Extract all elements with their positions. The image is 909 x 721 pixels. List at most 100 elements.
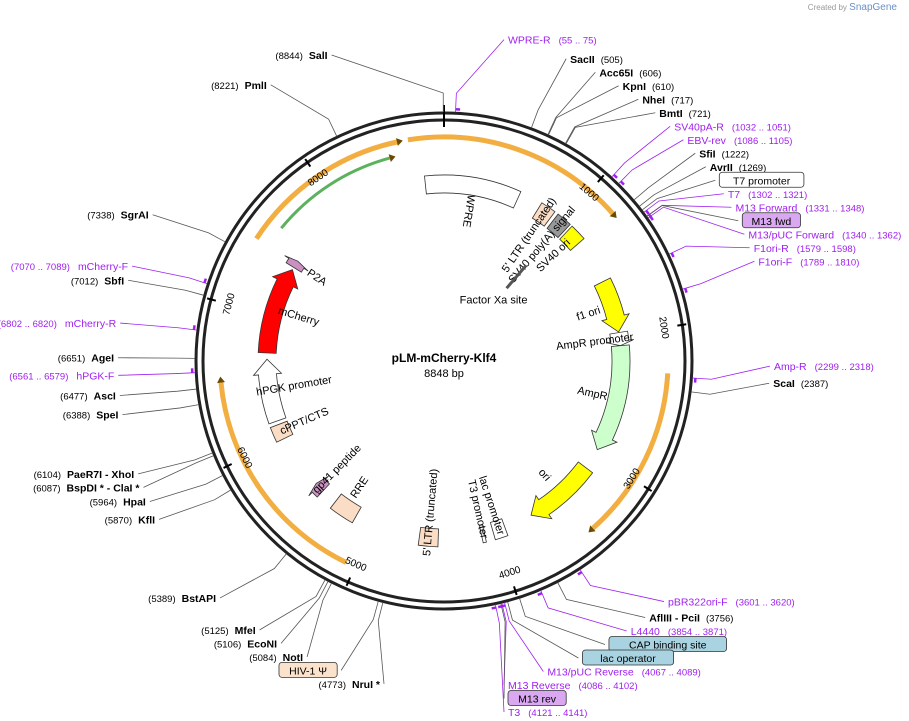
feature-factor-xa-site — [505, 264, 528, 290]
primer-wpre-r: WPRE-R(55 .. 75) — [508, 35, 597, 47]
leader-m13-rev — [500, 603, 506, 699]
site-avrii: AvrII(1269) — [710, 162, 766, 174]
feature-sv40-ori — [559, 225, 585, 251]
orange-arc-2 — [254, 139, 398, 240]
site-hpai: (5964)HpaI — [90, 497, 146, 509]
orange-arc-4 — [218, 382, 348, 565]
site-sgrai: (7338)SgrAI — [87, 210, 149, 222]
leader-hpai — [149, 475, 224, 502]
leader-m13-puc-reverse — [504, 602, 544, 672]
site-bspdi-clai: (6087)BspDI * - ClaI * — [33, 482, 140, 494]
feature-ampr — [590, 344, 631, 451]
site-afliii-pcii: AflIII - PciI(3756) — [649, 613, 733, 625]
leader-kfli — [158, 489, 232, 520]
feature-label-ori: ori — [536, 467, 553, 484]
primer-m13-puc-reverse: M13/pUC Reverse(4067 .. 4089) — [547, 667, 701, 679]
site-asci: (6477)AscI — [60, 390, 116, 402]
primer-m13-puc-forward: M13/pUC Forward(1340 .. 1362) — [748, 229, 901, 241]
orange-arc-1-arrowhead — [609, 210, 617, 218]
leader-afliii-pcii — [557, 582, 646, 618]
leader-pbr322ori-f — [579, 569, 665, 602]
leader-acc65i — [547, 71, 596, 135]
site-bmti: BmtI(721) — [659, 108, 711, 120]
site-nrui: (4773)NruI * — [319, 679, 381, 691]
leader-lac-operator — [507, 601, 579, 659]
primer-mark-mcherry-r — [192, 325, 196, 330]
primer-m13-forward: M13 Forward(1331 .. 1348) — [735, 202, 864, 214]
leader-pmli — [270, 84, 338, 137]
feature-lac-promoter — [489, 518, 509, 541]
leader-kpni — [548, 85, 619, 136]
primer-m13-reverse: M13 Reverse(4086 .. 4102) — [508, 680, 638, 692]
plasmid-name: pLM-mCherry-Klf4 — [392, 351, 497, 365]
tick-mark-5000 — [345, 577, 352, 587]
leader-l4440 — [540, 590, 627, 632]
feature-5-ltr-truncated — [531, 202, 556, 227]
primer-sv40pa-r: SV40pA-R(1032 .. 1051) — [674, 121, 791, 133]
boxed-label-bg-m13-fwd — [741, 212, 801, 229]
leader-sacii — [531, 58, 567, 128]
tick-mark-3000 — [643, 485, 653, 492]
leader-bmti — [565, 112, 656, 145]
feature-mcherry — [257, 269, 299, 354]
leader-hiv-1 — [340, 601, 379, 671]
boxed-label-bg-lac-operator — [582, 649, 675, 666]
primer-mark-f1ori-f — [684, 287, 688, 293]
feature-label-mcherry: mCherry — [277, 305, 321, 329]
leader-sv40pa-r — [611, 125, 671, 178]
boxed-label-bg-t7-promoter — [718, 171, 805, 188]
feature-p2a — [284, 255, 309, 273]
primer-t7: T7(1302 .. 1321) — [728, 189, 807, 201]
orange-arc-3-arrowhead — [588, 525, 596, 533]
primer-mark-mcherry-f — [203, 278, 208, 284]
site-pmli: (8221)PmlI — [211, 80, 267, 92]
boxed-label-lac-operator: lac operator — [600, 653, 656, 665]
boxed-label-m13-fwd: M13 fwd — [752, 216, 792, 228]
primer-mcherry-f: (7070 .. 7089)mCherry-F — [11, 261, 128, 273]
primer-mark-t3 — [491, 606, 497, 610]
primer-mcherry-r: (6802 .. 6820)mCherry-R — [0, 318, 117, 330]
leader-avrii — [638, 166, 706, 207]
primer-t3: T3(4121 .. 4141) — [508, 707, 587, 719]
leader-sfii — [633, 152, 696, 201]
primer-pbr322ori-f: pBR322ori-F(3601 .. 3620) — [668, 597, 795, 609]
primer-mark-pbr322ori-f — [577, 571, 583, 576]
labels: WPRE-R(55 .. 75)SacII(505)Acc65I(606)Kpn… — [0, 35, 901, 719]
leader-m13-fwd — [646, 205, 739, 222]
site-sali: (8844)SalI — [275, 50, 327, 62]
boxed-label-t7-promoter: T7 promoter — [733, 175, 791, 187]
site-kfli: (5870)KflI — [105, 514, 155, 526]
feature-wpre — [424, 174, 522, 209]
site-paer7i-xhoi: (6104)PaeR7I - XhoI — [34, 469, 135, 481]
backbone-rings — [194, 105, 694, 611]
orange-arc-3 — [591, 373, 671, 531]
feature-f1-ori — [593, 277, 630, 333]
tick-label-2000: 2000 — [656, 316, 670, 340]
plasmid-size: 8848 bp — [424, 368, 464, 380]
primer-l4440: L4440(3854 .. 3871) — [631, 626, 727, 638]
leader-t3 — [495, 604, 505, 713]
leader-amp-r — [692, 365, 771, 380]
site-nhei: NheI(717) — [642, 94, 693, 106]
leader-t7 — [643, 193, 724, 213]
tick-mark-6000 — [223, 463, 233, 469]
feature-label-ampr: AmpR — [576, 385, 608, 403]
primer-mark-m13-puc-forward — [649, 215, 654, 221]
leader-asci — [119, 388, 197, 396]
site-sfii: SfiI(1222) — [699, 148, 749, 160]
leader-nhei — [565, 98, 639, 144]
feature-t3-promoter — [478, 524, 487, 544]
orange-arc-4-arrowhead — [217, 376, 226, 384]
feature-rre — [329, 493, 362, 524]
leader-sbfi — [128, 279, 204, 296]
orange-arc-2-arrowhead — [396, 138, 403, 146]
leader-mcherry-f — [132, 265, 208, 285]
primer-mark-f1ori-r — [670, 252, 675, 258]
boxed-label-bg-hiv-1 — [278, 661, 338, 678]
site-agei: (6651)AgeI — [58, 353, 114, 365]
feature-label-wpre: WPRE — [460, 194, 477, 228]
primer-mark-t7 — [645, 209, 650, 215]
site-acc65i: Acc65I(606) — [599, 67, 661, 79]
feature-label-factor-xa-site: Factor Xa site — [460, 294, 528, 306]
